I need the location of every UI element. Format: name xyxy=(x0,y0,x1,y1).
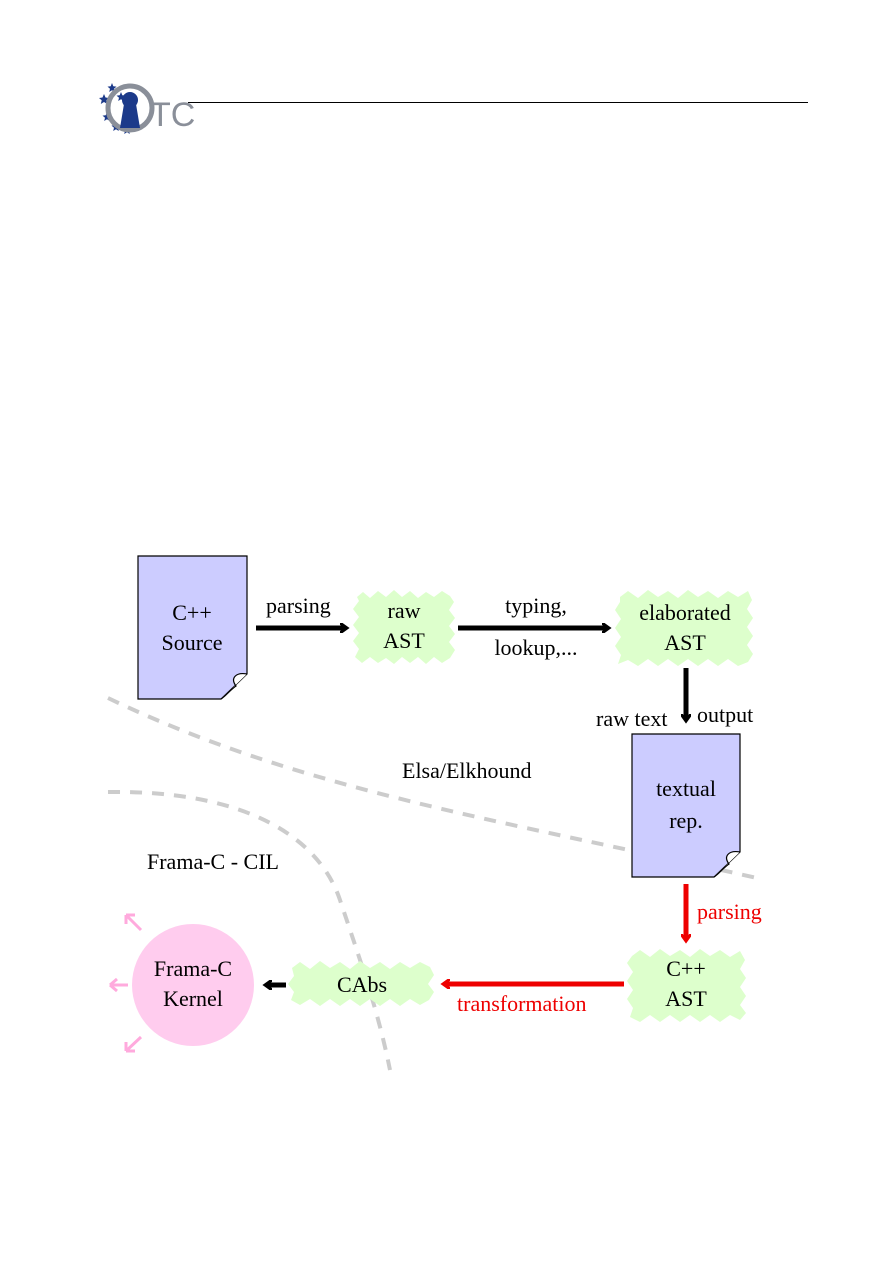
raw-ast-node: raw AST xyxy=(353,590,455,664)
framac-kernel-node: Frama-C Kernel xyxy=(109,913,254,1053)
logo-text: TC xyxy=(150,96,195,134)
elaborated-ast-line1: elaborated xyxy=(639,600,731,625)
page-header: TC xyxy=(0,0,893,140)
keyhole-icon xyxy=(105,83,155,133)
kernel-rays xyxy=(109,913,143,1053)
cpp-ast-line2: AST xyxy=(665,986,707,1011)
cabs-node: CAbs xyxy=(288,961,434,1006)
cpp-ast-line1: C++ xyxy=(666,956,706,981)
raw-ast-line2: AST xyxy=(383,628,425,653)
raw-ast-line1: raw xyxy=(388,598,421,623)
itc-logo: TC xyxy=(99,83,195,134)
framac-kernel-line1: Frama-C xyxy=(154,956,232,981)
region-label-elsa: Elsa/Elkhound xyxy=(402,758,532,783)
edge-label-raw-text: raw text xyxy=(596,706,667,731)
framac-kernel-line2: Kernel xyxy=(163,986,223,1011)
cabs-label: CAbs xyxy=(337,972,387,997)
edge-label-typing: typing, xyxy=(505,593,567,618)
cpp-source-line1: C++ xyxy=(172,600,212,625)
header-rule xyxy=(188,102,808,103)
textual-rep-node: textual rep. xyxy=(631,733,741,878)
edge-label-output: output xyxy=(697,702,753,727)
cpp-source-node: C++ Source xyxy=(137,555,248,700)
elsa-boundary xyxy=(107,696,758,880)
edge-label-transformation: transformation xyxy=(457,991,587,1016)
elaborated-ast-line2: AST xyxy=(664,630,706,655)
edge-label-parsing-red: parsing xyxy=(697,899,762,924)
region-label-framac: Frama-C - CIL xyxy=(147,849,279,874)
textual-rep-line1: textual xyxy=(656,776,716,801)
edge-label-parsing: parsing xyxy=(266,593,331,618)
elaborated-ast-node: elaborated AST xyxy=(615,590,753,666)
textual-rep-line2: rep. xyxy=(669,808,703,833)
edge-label-lookup: lookup,... xyxy=(494,635,577,660)
cpp-ast-node: C++ AST xyxy=(627,949,746,1022)
cpp-source-line2: Source xyxy=(161,630,222,655)
